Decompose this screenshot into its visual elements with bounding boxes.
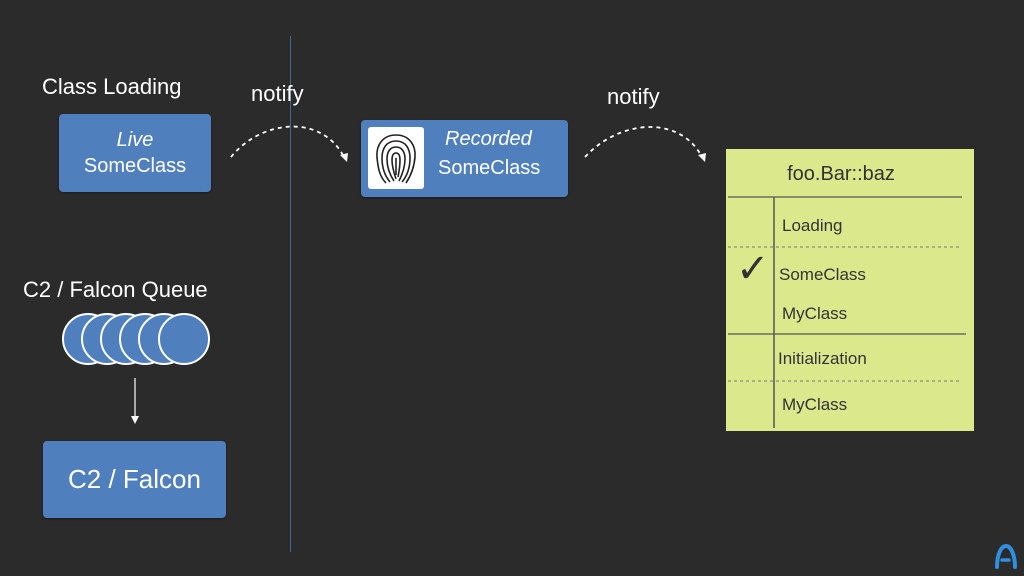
loading-header: Loading xyxy=(782,216,843,235)
notify-label-left: notify xyxy=(251,81,304,106)
class-init-note: foo.Bar::baz Loading ✓ SomeClass MyClass… xyxy=(726,149,974,431)
c2-falcon-box: C2 / Falcon xyxy=(43,441,226,518)
notify-arrow-left xyxy=(230,125,348,162)
a-logo-icon xyxy=(995,543,1017,569)
loading-item-someclass: SomeClass xyxy=(779,265,866,284)
init-item-myclass: MyClass xyxy=(782,395,848,414)
live-class-name: SomeClass xyxy=(83,155,187,177)
loading-item-myclass: MyClass xyxy=(782,304,848,323)
queue-to-falcon-arrow xyxy=(131,378,139,424)
fingerprint-icon xyxy=(368,127,424,189)
falcon-label: C2 / Falcon xyxy=(68,463,201,494)
queue-label: C2 / Falcon Queue xyxy=(23,277,208,302)
note-grid-lines xyxy=(728,196,966,428)
notify-arrow-right xyxy=(584,126,706,162)
live-label: Live xyxy=(116,129,154,151)
class-loading-label: Class Loading xyxy=(42,74,182,99)
check-icon: ✓ xyxy=(736,247,770,291)
divider-line xyxy=(290,36,291,552)
live-someclass-box: Live SomeClass xyxy=(59,114,211,192)
recorded-someclass-box: Recorded SomeClass xyxy=(361,120,568,197)
queue-item xyxy=(158,313,210,365)
initialization-header: Initialization xyxy=(778,349,867,368)
recorded-label: Recorded xyxy=(445,128,532,150)
notify-label-right: notify xyxy=(607,84,660,109)
recorded-class-name: SomeClass xyxy=(438,157,541,179)
note-title: foo.Bar::baz xyxy=(787,163,895,185)
